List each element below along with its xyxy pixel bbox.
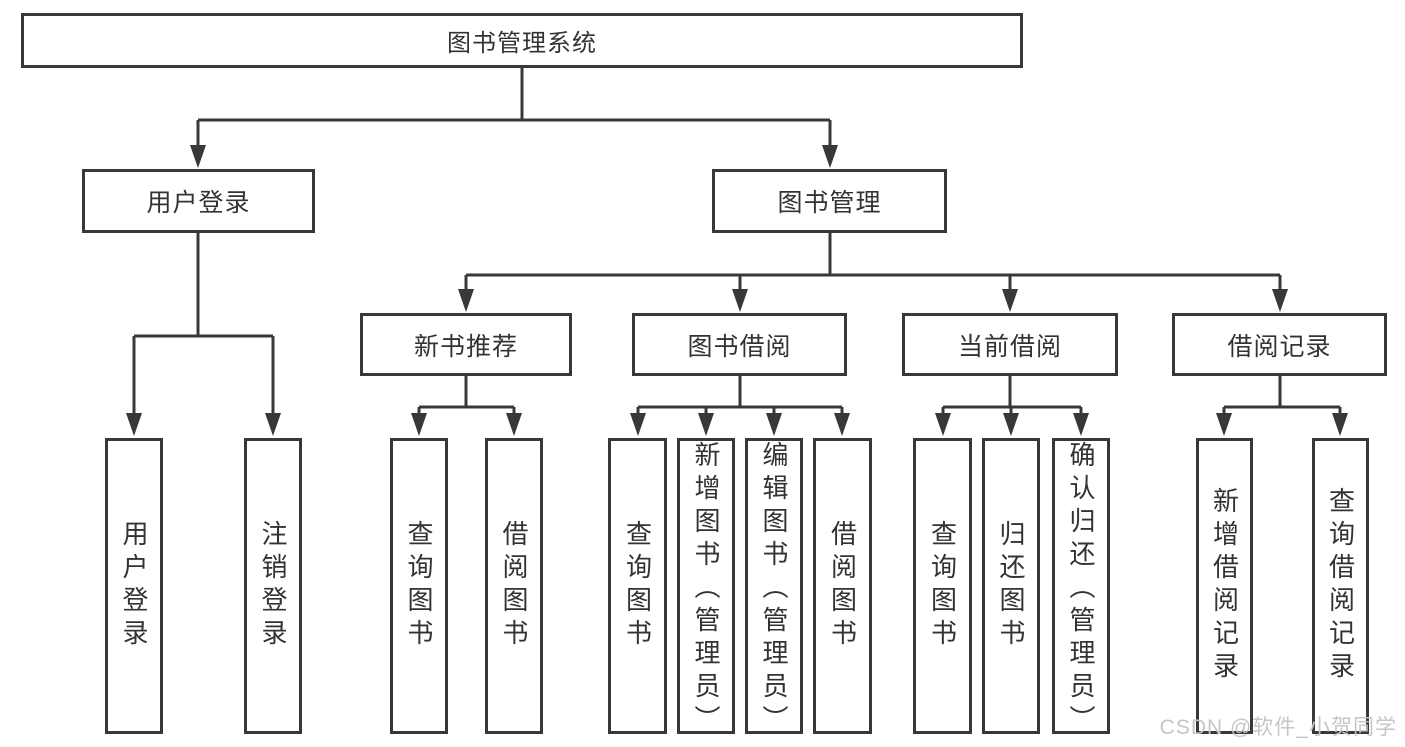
node-label: 新增图书（管理员） [691, 441, 721, 738]
node-label: 确认归还（管理员） [1066, 441, 1096, 738]
node-new-book-recommend: 新书推荐 [360, 313, 572, 376]
node-label: 查询图书 [622, 520, 653, 652]
node-current-borrowing: 当前借阅 [902, 313, 1118, 376]
node-label: 编辑图书（管理员） [759, 441, 789, 738]
leaf-user-login: 用户登录 [105, 438, 163, 734]
node-library-system: 图书管理系统 [21, 13, 1023, 68]
node-label: 查询图书 [404, 520, 434, 652]
leaf-query-borrow-record: 查询借阅记录 [1312, 438, 1369, 734]
node-book-borrowing: 图书借阅 [632, 313, 847, 376]
node-label: 借阅图书 [827, 520, 858, 652]
node-label: 用户登录 [146, 189, 251, 217]
node-label: 图书管理 [777, 189, 882, 217]
node-label: 图书借阅 [687, 332, 792, 361]
node-book-management: 图书管理 [712, 169, 947, 233]
node-label: 注销登录 [258, 520, 288, 652]
node-label: 借阅记录 [1227, 332, 1332, 361]
leaf-confirm-return-admin: 确认归还（管理员） [1052, 438, 1110, 738]
leaf-add-borrow-record: 新增借阅记录 [1196, 438, 1253, 734]
node-user-login: 用户登录 [82, 169, 315, 233]
node-label: 图书管理系统 [447, 30, 597, 57]
node-label: 新增借阅记录 [1209, 487, 1240, 685]
node-label: 归还图书 [996, 520, 1026, 652]
leaf-add-book-admin: 新增图书（管理员） [677, 438, 735, 738]
leaf-borrow-books-borrowing: 借阅图书 [813, 438, 872, 734]
leaf-return-books: 归还图书 [982, 438, 1040, 734]
leaf-query-books-current: 查询图书 [913, 438, 972, 734]
leaf-query-books-recommend: 查询图书 [390, 438, 448, 734]
node-label: 借阅图书 [499, 520, 529, 652]
node-borrow-records: 借阅记录 [1172, 313, 1387, 376]
node-label: 查询借阅记录 [1325, 487, 1356, 685]
node-label: 新书推荐 [413, 332, 518, 361]
watermark: CSDN @软件_小贺同学 [1159, 716, 1397, 739]
node-label: 查询图书 [927, 520, 958, 652]
leaf-edit-book-admin: 编辑图书（管理员） [745, 438, 803, 738]
node-label: 当前借阅 [957, 332, 1062, 361]
leaf-logout: 注销登录 [244, 438, 302, 734]
node-label: 用户登录 [119, 520, 149, 652]
leaf-query-books-borrowing: 查询图书 [608, 438, 667, 734]
leaf-borrow-books-recommend: 借阅图书 [485, 438, 543, 734]
